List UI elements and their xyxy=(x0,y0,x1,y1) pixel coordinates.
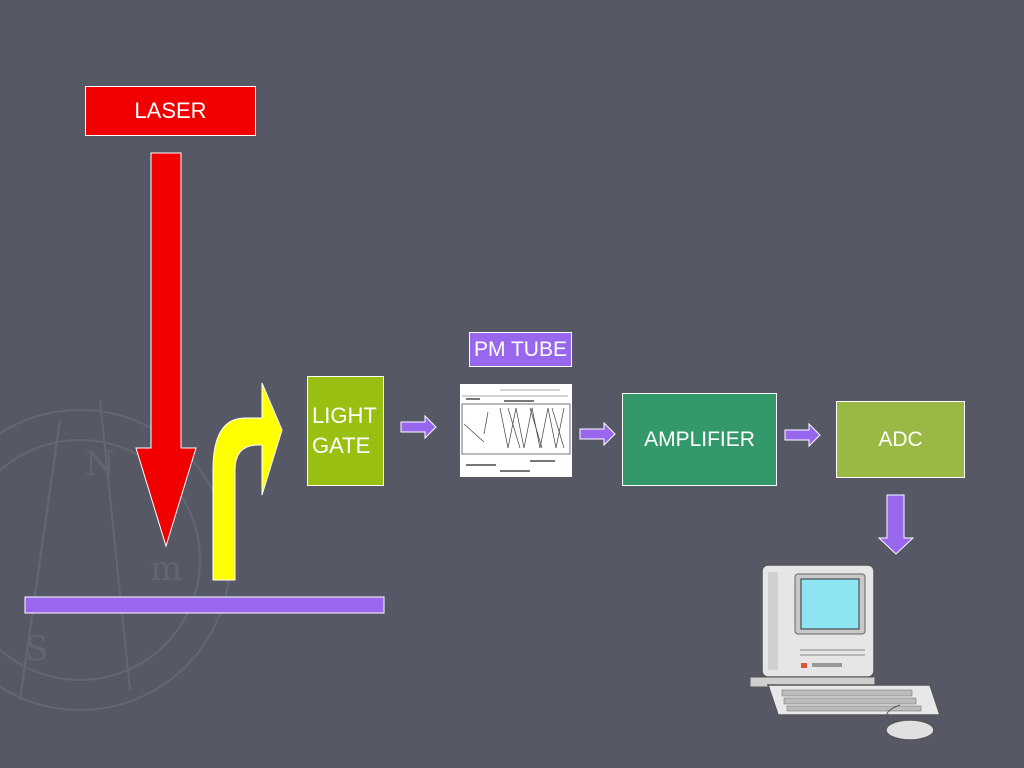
arrow-pmtube-to-amplifier xyxy=(579,421,616,447)
amplifier-box: AMPLIFIER xyxy=(622,393,777,486)
light-gate-label-line1: LIGHT xyxy=(312,403,377,428)
adc-label: ADC xyxy=(878,427,923,451)
pm-tube-schematic-image xyxy=(460,384,572,477)
light-gate-label-line2: GATE xyxy=(312,433,371,458)
arrow-gate-to-pmtube xyxy=(400,414,437,440)
amplifier-label: AMPLIFIER xyxy=(644,427,755,451)
arrow-adc-to-computer xyxy=(877,494,915,555)
laser-label: LASER xyxy=(134,98,207,123)
sample-plate xyxy=(24,596,385,614)
reflected-light-arrow xyxy=(212,382,283,581)
arrow-amplifier-to-adc xyxy=(784,422,821,448)
adc-box: ADC xyxy=(836,401,965,478)
pm-tube-label-box: PM TUBE xyxy=(469,332,572,367)
pm-tube-label: PM TUBE xyxy=(474,337,567,361)
laser-beam-arrow xyxy=(135,152,197,548)
computer-icon xyxy=(749,564,942,741)
light-gate-box: LIGHT GATE xyxy=(307,376,384,486)
laser-box: LASER xyxy=(85,86,256,136)
